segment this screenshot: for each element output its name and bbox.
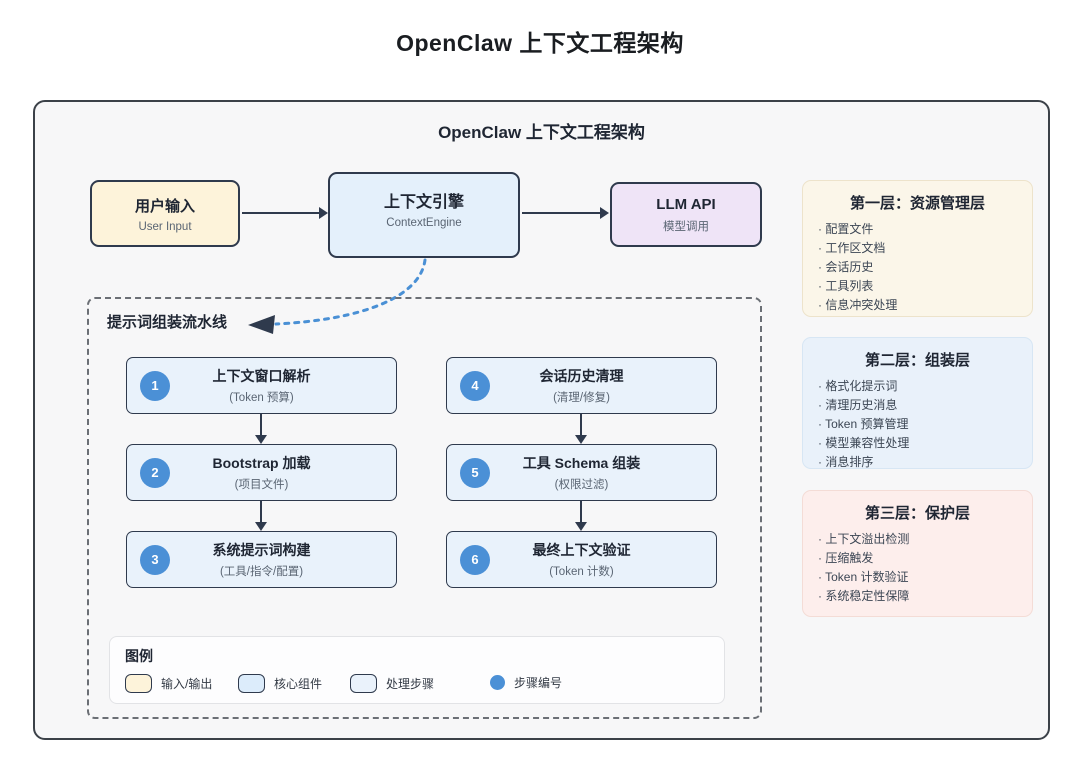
layer-item: 模型兼容性处理 [818,434,1017,453]
step-title: 最终上下文验证 [532,542,631,558]
step-2-bootstrap-load: 2 Bootstrap 加载 (项目文件) [126,444,397,501]
layer-item: Token 计数验证 [818,568,1017,587]
arrow-step1-to-step2 [255,414,267,444]
step-1-context-window-parse: 1 上下文窗口解析 (Token 预算) [126,357,397,414]
arrow-step4-to-step5 [575,414,587,444]
layer-panel-assembly: 第二层：组装层 格式化提示词 清理历史消息 Token 预算管理 模型兼容性处理… [802,337,1033,469]
layer-item-list: 格式化提示词 清理历史消息 Token 预算管理 模型兼容性处理 消息排序 [818,377,1017,472]
step-6-final-context-validate: 6 最终上下文验证 (Token 计数) [446,531,717,588]
node-user-input-title: 用户输入 [134,197,195,215]
pipeline-section: 提示词组装流水线 1 上下文窗口解析 (Token 预算) 2 Bootstra… [87,297,762,719]
layer-panel-resource-management: 第一层：资源管理层 配置文件 工作区文档 会话历史 工具列表 信息冲突处理 [802,180,1033,317]
diagram-title: OpenClaw 上下文工程架构 [438,123,645,142]
legend-label: 步骤编号 [514,676,563,690]
process-step-swatch [350,674,377,693]
arrow-step5-to-step6 [575,501,587,531]
legend-label: 处理步骤 [386,677,435,691]
step-number-circle-swatch [490,675,505,690]
arrow-engine-to-llm [522,207,609,219]
step-number-badge: 5 [460,457,490,488]
layer-item-list: 上下文溢出检测 压缩触发 Token 计数验证 系统稳定性保障 [818,530,1017,606]
layer-item: 格式化提示词 [818,377,1017,396]
layer-item: 压缩触发 [818,549,1017,568]
layer-item: 信息冲突处理 [818,296,1017,315]
dotted-arrow-engine-to-pipeline [248,258,427,334]
pipeline-label: 提示词组装流水线 [107,314,228,331]
node-llm-api-subtitle: 模型调用 [663,220,709,233]
node-context-engine-subtitle: ContextEngine [386,216,462,229]
legend-title: 图例 [125,648,153,664]
step-number-badge: 4 [460,370,490,401]
page-title: OpenClaw 上下文工程架构 [396,30,684,56]
step-subtitle: (工具/指令/配置) [219,566,304,578]
arrow-user-input-to-engine [242,207,328,219]
legend-item-core-component: 核心组件 [238,674,322,693]
layer-item: Token 预算管理 [818,415,1017,434]
layer-item: 上下文溢出检测 [818,530,1017,549]
architecture-diagram: OpenClaw 上下文工程架构 用户输入 User Input 上下文引擎 C… [33,100,1050,740]
node-user-input: 用户输入 User Input [90,180,240,247]
input-output-swatch [125,674,152,693]
node-user-input-subtitle: User Input [138,220,192,233]
step-subtitle: (Token 计数) [549,566,614,578]
layer-item: 工作区文档 [818,239,1017,258]
step-title: 上下文窗口解析 [212,368,311,384]
step-5-tool-schema-assemble: 5 工具 Schema 组装 (权限过滤) [446,444,717,501]
step-number-badge: 1 [140,370,170,401]
step-title: 工具 Schema 组装 [522,455,641,471]
layer-item: 系统稳定性保障 [818,587,1017,606]
step-number-badge: 2 [140,457,170,488]
step-4-session-history-clean: 4 会话历史清理 (清理/修复) [446,357,717,414]
step-subtitle: (项目文件) [234,479,289,491]
node-llm-api-title: LLM API [656,195,716,213]
legend-label: 输入/输出 [161,677,213,691]
node-llm-api: LLM API 模型调用 [610,182,762,247]
step-title: 系统提示词构建 [212,542,311,558]
legend-label: 核心组件 [274,677,323,691]
step-subtitle: (权限过滤) [554,479,609,491]
core-component-swatch [238,674,265,693]
step-number-badge: 3 [140,544,170,575]
step-title: 会话历史清理 [539,368,624,384]
step-subtitle: (Token 预算) [229,392,294,404]
legend-item-step-number: 步骤编号 [490,674,562,691]
layer-item: 清理历史消息 [818,396,1017,415]
arrow-step2-to-step3 [255,501,267,531]
layer-title: 第三层：保护层 [864,505,970,522]
layer-panel-protection: 第三层：保护层 上下文溢出检测 压缩触发 Token 计数验证 系统稳定性保障 [802,490,1033,617]
layer-item: 消息排序 [818,453,1017,472]
layer-item: 工具列表 [818,277,1017,296]
node-context-engine-title: 上下文引擎 [383,193,464,211]
step-number-badge: 6 [460,544,490,575]
step-3-system-prompt-build: 3 系统提示词构建 (工具/指令/配置) [126,531,397,588]
legend: 图例 输入/输出 核心组件 处理步骤 步骤编号 [109,636,725,704]
step-title: Bootstrap 加载 [212,455,311,471]
node-context-engine: 上下文引擎 ContextEngine [328,172,520,258]
layer-item: 会话历史 [818,258,1017,277]
legend-item-process-step: 处理步骤 [350,674,434,693]
legend-item-input-output: 输入/输出 [125,674,212,693]
layer-title: 第二层：组装层 [864,352,970,369]
step-subtitle: (清理/修复) [553,392,610,404]
layer-item: 配置文件 [818,220,1017,239]
layer-item-list: 配置文件 工作区文档 会话历史 工具列表 信息冲突处理 [818,220,1017,315]
layer-title: 第一层：资源管理层 [849,195,985,212]
